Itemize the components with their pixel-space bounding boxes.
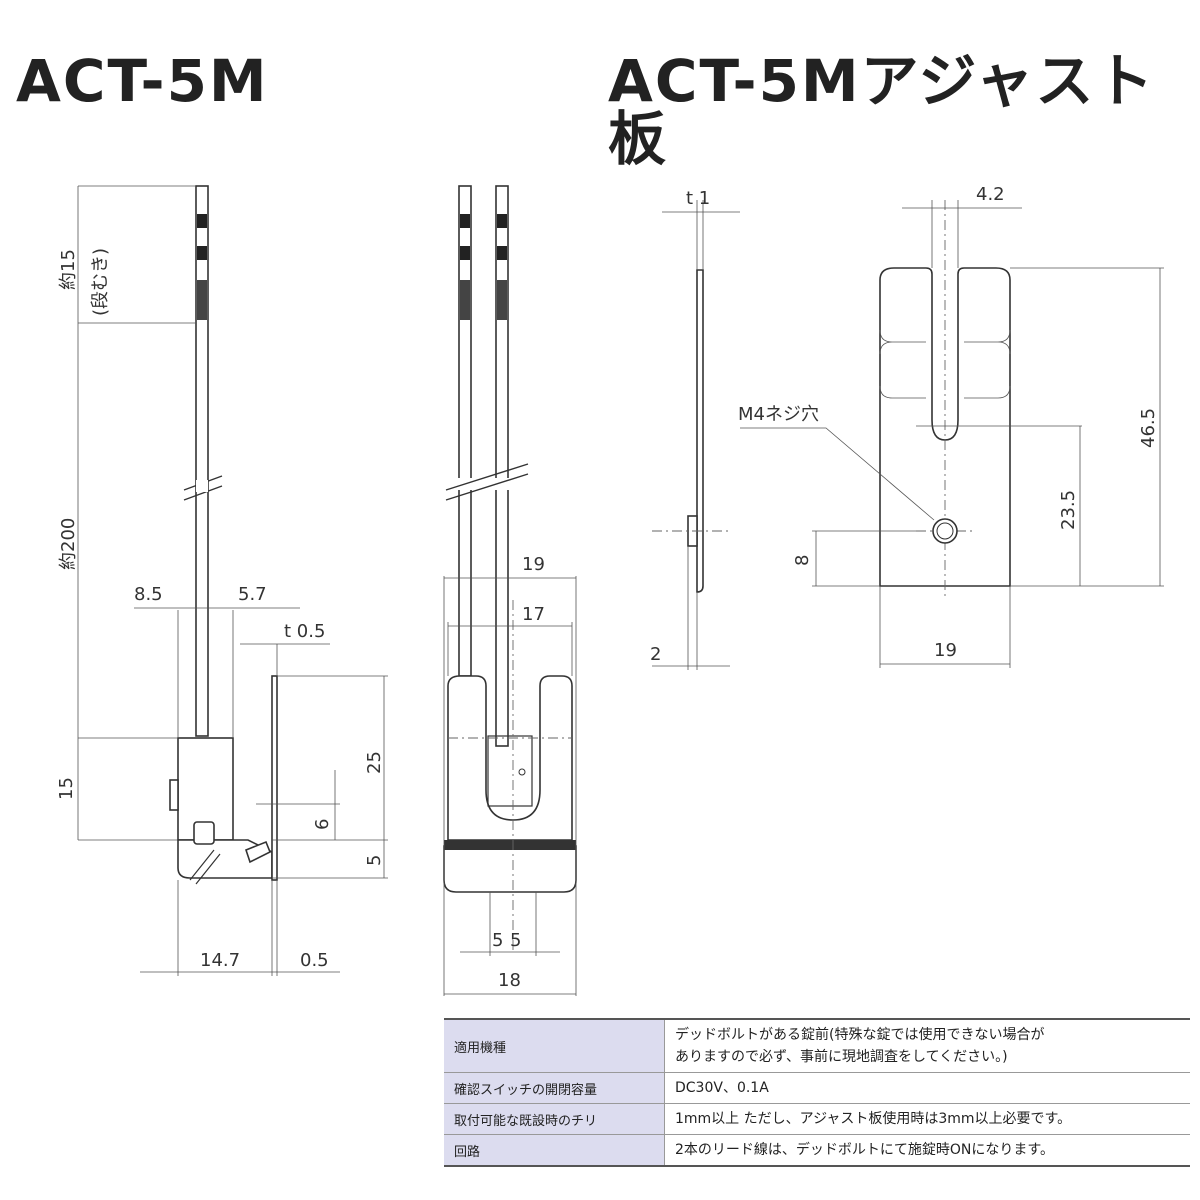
spec-row: 確認スイッチの開閉容量 DC30V、0.1A (444, 1072, 1190, 1104)
dim-6: 6 (312, 819, 333, 830)
dim-25: 25 (364, 751, 385, 774)
body-tab (169, 779, 179, 811)
adjust-plate (879, 267, 1011, 587)
spec-value-line: デッドボルトがある錠前(特殊な錠では使用できない場合が (675, 1027, 1045, 1043)
dim-5-left: 5 (492, 930, 503, 951)
lead-wire-2 (495, 185, 509, 747)
dim-5-right: 5 (510, 930, 521, 951)
side-view: 約15 (段むき) 約200 8.5 5.7 t 0.5 25 15 6 5 1… (56, 185, 388, 976)
spec-value-line: 2本のリード線は、デッドボルトにて施錠時ONになります。 (675, 1142, 1054, 1158)
title-act-5m-adjust-plate: ACT-5Mアジャスト板 (608, 47, 1156, 173)
dim-t-1: t 1 (686, 188, 710, 209)
spec-table: 適用機種 デッドボルトがある錠前(特殊な錠では使用できない場合が ありますので必… (444, 1018, 1190, 1167)
dim-0-5: 0.5 (300, 950, 329, 971)
front-plate (447, 675, 573, 841)
dim-2: 2 (650, 644, 661, 665)
base-band (444, 840, 576, 850)
dim-46-5: 46.5 (1138, 408, 1159, 448)
wire-stripe (460, 246, 470, 260)
screw-head (193, 821, 215, 845)
dim-5: 5 (364, 855, 385, 866)
dim-approx-200: 約200 (58, 518, 79, 570)
rivet (518, 768, 526, 776)
spec-row: 取付可能な既設時のチリ 1mm以上 ただし、アジャスト板使用時は3mm以上必要で… (444, 1103, 1190, 1135)
lead-wire (195, 185, 209, 737)
hole-leader (740, 427, 935, 521)
plate-front-view: M4ネジ穴 4.2 46.5 23.5 8 19 (738, 184, 1164, 668)
dim-approx-15: 約15 (58, 249, 79, 290)
switch-body (487, 735, 533, 807)
dim-19-plate: 19 (934, 640, 957, 661)
wire-stripe (197, 214, 207, 228)
dim-23-5: 23.5 (1058, 490, 1079, 530)
spec-label: 回路 (444, 1134, 665, 1167)
spec-value: DC30V、0.1A (664, 1072, 1190, 1104)
spec-label: 取付可能な既設時のチリ (444, 1103, 665, 1135)
wire-stripe (460, 214, 470, 228)
plate-side-view: t 1 2 (650, 188, 740, 670)
dim-19: 19 (522, 554, 545, 575)
wire-stripe (497, 214, 507, 228)
dim-stripped-note: (段むき) (90, 248, 111, 316)
dim-17: 17 (522, 604, 545, 625)
spec-value-line: DC30V、0.1A (675, 1080, 769, 1096)
front-view: 19 17 5 5 18 (443, 185, 577, 996)
spec-value-line: ありますので必ず、事前に現地調査をしてください。) (675, 1049, 1008, 1065)
dim-14-7: 14.7 (200, 950, 240, 971)
dim-8-5: 8.5 (134, 584, 163, 605)
spec-row: 回路 2本のリード線は、デッドボルトにて施錠時ONになります。 (444, 1134, 1190, 1167)
title-act-5m: ACT-5M (16, 47, 269, 115)
front-base (443, 845, 577, 893)
wire-stripe (460, 280, 470, 320)
spec-value: 1mm以上 ただし、アジャスト板使用時は3mm以上必要です。 (664, 1103, 1190, 1135)
spec-value: 2本のリード線は、デッドボルトにて施錠時ONになります。 (664, 1134, 1190, 1167)
break-gap (455, 478, 513, 490)
dim-4-2: 4.2 (976, 184, 1005, 205)
label-m4-hole: M4ネジ穴 (738, 404, 819, 425)
spec-label: 適用機種 (444, 1018, 665, 1073)
dim-15: 15 (56, 777, 77, 800)
wire-stripe (497, 246, 507, 260)
dim-8: 8 (792, 555, 813, 566)
spec-label: 確認スイッチの開閉容量 (444, 1072, 665, 1104)
dim-5-7: 5.7 (238, 584, 267, 605)
break-gap (196, 480, 208, 492)
spec-value-line: 1mm以上 ただし、アジャスト板使用時は3mm以上必要です。 (675, 1111, 1072, 1127)
dim-18: 18 (498, 970, 521, 991)
technical-drawing: 約15 (段むき) 約200 8.5 5.7 t 0.5 25 15 6 5 1… (56, 184, 1164, 996)
spec-row: 適用機種 デッドボルトがある錠前(特殊な錠では使用できない場合が ありますので必… (444, 1018, 1190, 1073)
wire-stripe (197, 246, 207, 260)
latch (245, 840, 272, 864)
plate-edge (271, 675, 278, 881)
wire-stripe (197, 280, 207, 320)
dim-t-0-5: t 0.5 (284, 621, 325, 642)
break-mark (445, 463, 529, 501)
wire-stripe (497, 280, 507, 320)
plate-thickness (696, 269, 704, 593)
m4-screw-hole-inner (936, 522, 954, 540)
spec-value: デッドボルトがある錠前(特殊な錠では使用できない場合が ありますので必ず、事前に… (664, 1018, 1190, 1073)
plunger (189, 849, 221, 885)
